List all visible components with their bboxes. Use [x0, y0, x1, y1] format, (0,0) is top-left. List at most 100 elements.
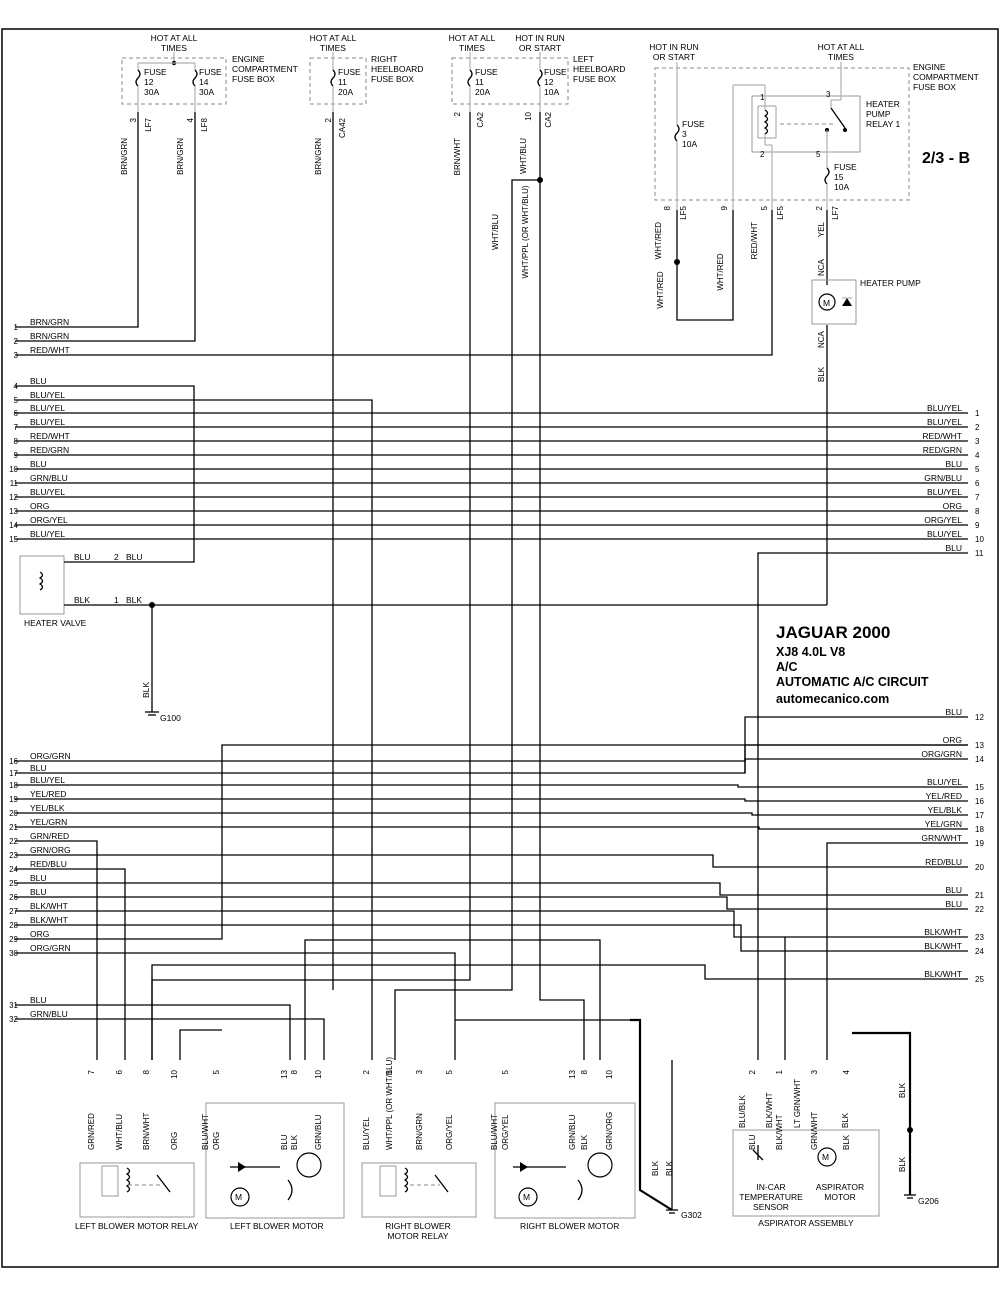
rbr-color-3: BRN/GRN	[415, 1113, 424, 1150]
left-pin-18: 18	[9, 781, 18, 790]
left-pin-7: 7	[14, 423, 19, 432]
left-pin-6: 6	[14, 409, 19, 418]
nca-top: NCA	[817, 258, 826, 276]
power-source-3-line2: TIMES	[459, 43, 485, 53]
power-source-6-line2: TIMES	[828, 52, 854, 62]
left-connector-labels: 1BRN/GRN2BRN/GRN3RED/WHT4BLU5BLU/YEL6BLU…	[9, 317, 71, 1024]
right-wire-color-6: GRN/BLU	[924, 473, 962, 483]
power-source-2-line2: TIMES	[320, 43, 346, 53]
out3-conn: CA42	[338, 117, 347, 138]
hv-pin1: 1	[114, 595, 119, 605]
wire-left-19-right-16	[15, 798, 968, 802]
heater-pump-label: HEATER PUMP	[860, 278, 921, 288]
fuse-11-rating: 20A	[338, 87, 353, 97]
fuse-14-rating: 30A	[199, 87, 214, 97]
rbm-color-5: GRN/ORG	[605, 1112, 614, 1150]
g206-blk1: BLK	[898, 1082, 907, 1098]
left-wire-color-17: BLU	[30, 763, 47, 773]
rbr-pin-3: 3	[415, 1069, 424, 1074]
page-reference: 2/3 - B	[922, 150, 970, 167]
lbr-pin-3: 8	[142, 1069, 151, 1074]
out2-color: BRN/GRN	[176, 138, 185, 175]
asp-motor-line1: ASPIRATOR	[816, 1182, 864, 1192]
fuse-box-4-line2: COMPARTMENT	[913, 72, 979, 82]
hv-blk-left: BLK	[74, 595, 90, 605]
left-pin-29: 29	[9, 935, 18, 944]
left-wire-color-25: BLU	[30, 873, 47, 883]
right-pin-15: 15	[975, 783, 984, 792]
page-border	[1, 28, 999, 1268]
out9-pin: 2	[815, 205, 824, 210]
right-pin-10: 10	[975, 535, 984, 544]
relay-pin-5: 5	[816, 150, 821, 159]
aspirator-assembly: M IN-CAR TEMPERATURE SENSOR ASPIRATOR MO…	[732, 1129, 880, 1228]
incar-line2: TEMPERATURE	[739, 1192, 803, 1202]
left-pin-30: 30	[9, 949, 18, 958]
out4-conn: CA2	[476, 111, 485, 127]
power-source-labels: HOT AT ALL TIMES HOT AT ALL TIMES HOT AT…	[151, 33, 865, 62]
fuse-12-label: FUSE	[144, 67, 167, 77]
left-wire-color-1: BRN/GRN	[30, 317, 69, 327]
asp-inner-color-3: LT GRN/WHT	[793, 1079, 802, 1128]
rbm-label: RIGHT BLOWER MOTOR	[520, 1221, 619, 1231]
g206-blk2: BLK	[898, 1156, 907, 1172]
fuse-output-labels: 3 LF7 BRN/GRN 4 LF8 BRN/GRN 2 CA42 BRN/G…	[120, 111, 840, 259]
lbm-color-5: GRN/BLU	[314, 1114, 323, 1150]
right-pin-3: 3	[975, 437, 980, 446]
left-pin-23: 23	[9, 851, 18, 860]
wire-left-26-right-22	[15, 896, 968, 910]
wire-extra-8	[757, 552, 968, 1060]
heater-pump-relay-line1: HEATER	[866, 99, 900, 109]
right-heelboard-fuse-box: FUSE 11 20A RIGHT HEELBOARD FUSE BOX	[309, 52, 423, 112]
lbm-color-3: BLU	[280, 1134, 289, 1150]
left-wire-color-5: BLU/YEL	[30, 390, 65, 400]
left-pin-31: 31	[9, 1001, 18, 1010]
lbm-color-1: BLU/WHT	[201, 1114, 210, 1150]
relay-pin-3: 3	[826, 90, 831, 99]
left-wire-color-24: RED/BLU	[30, 859, 67, 869]
out2-conn: LF8	[200, 117, 209, 131]
left-pin-5: 5	[14, 396, 19, 405]
left-pin-26: 26	[9, 893, 18, 902]
out7-pin: 9	[720, 205, 729, 210]
fuse-12b-rating: 10A	[544, 87, 559, 97]
fuse-11-number: 11	[338, 77, 347, 87]
asp-pin-2: 1	[775, 1069, 784, 1074]
right-pin-6: 6	[975, 479, 980, 488]
left-pin-27: 27	[9, 907, 18, 916]
power-source-2-line1: HOT AT ALL	[310, 33, 357, 43]
nca-bottom: NCA	[817, 330, 826, 348]
out4-color: BRN/WHT	[453, 138, 462, 175]
hv-pin2: 2	[114, 552, 119, 562]
left-pin-13: 13	[9, 507, 18, 516]
fuse-box-1-line1: ENGINE	[232, 54, 265, 64]
right-wire-color-24: BLK/WHT	[924, 941, 962, 951]
right-pin-20: 20	[975, 863, 984, 872]
fuse-box-3-line2: HEELBOARD	[573, 64, 625, 74]
asp-motor-symbol: M	[822, 1152, 829, 1162]
left-pin-17: 17	[9, 769, 18, 778]
left-wire-color-13: ORG	[30, 501, 49, 511]
wire-extra-12	[304, 939, 601, 1060]
fuse-3-rating: 10A	[682, 139, 697, 149]
right-pin-12: 12	[975, 713, 984, 722]
out6-color: WHT/RED	[654, 222, 663, 260]
lbm-motor-symbol: M	[235, 1192, 242, 1202]
rbm-pin-2: 5	[501, 1069, 510, 1074]
hv-blu-right: BLU	[126, 552, 143, 562]
wire-extra-3	[15, 868, 126, 1060]
lbr-color-2: WHT/BLU	[115, 1114, 124, 1150]
right-pin-7: 7	[975, 493, 980, 502]
out3-color: BRN/GRN	[314, 138, 323, 175]
rbr-pin-1: 2	[362, 1069, 371, 1074]
right-pin-2: 2	[975, 423, 980, 432]
ground-g206: G206 BLK BLK	[852, 1031, 939, 1206]
rbm-color-4: BLK	[580, 1134, 589, 1150]
g100-label: G100	[160, 713, 181, 723]
out5-color: WHT/BLU	[519, 138, 528, 174]
fuse-15-rating: 10A	[834, 182, 849, 192]
wire-extra-1	[15, 399, 373, 1060]
fuse-14-number: 14	[199, 77, 209, 87]
